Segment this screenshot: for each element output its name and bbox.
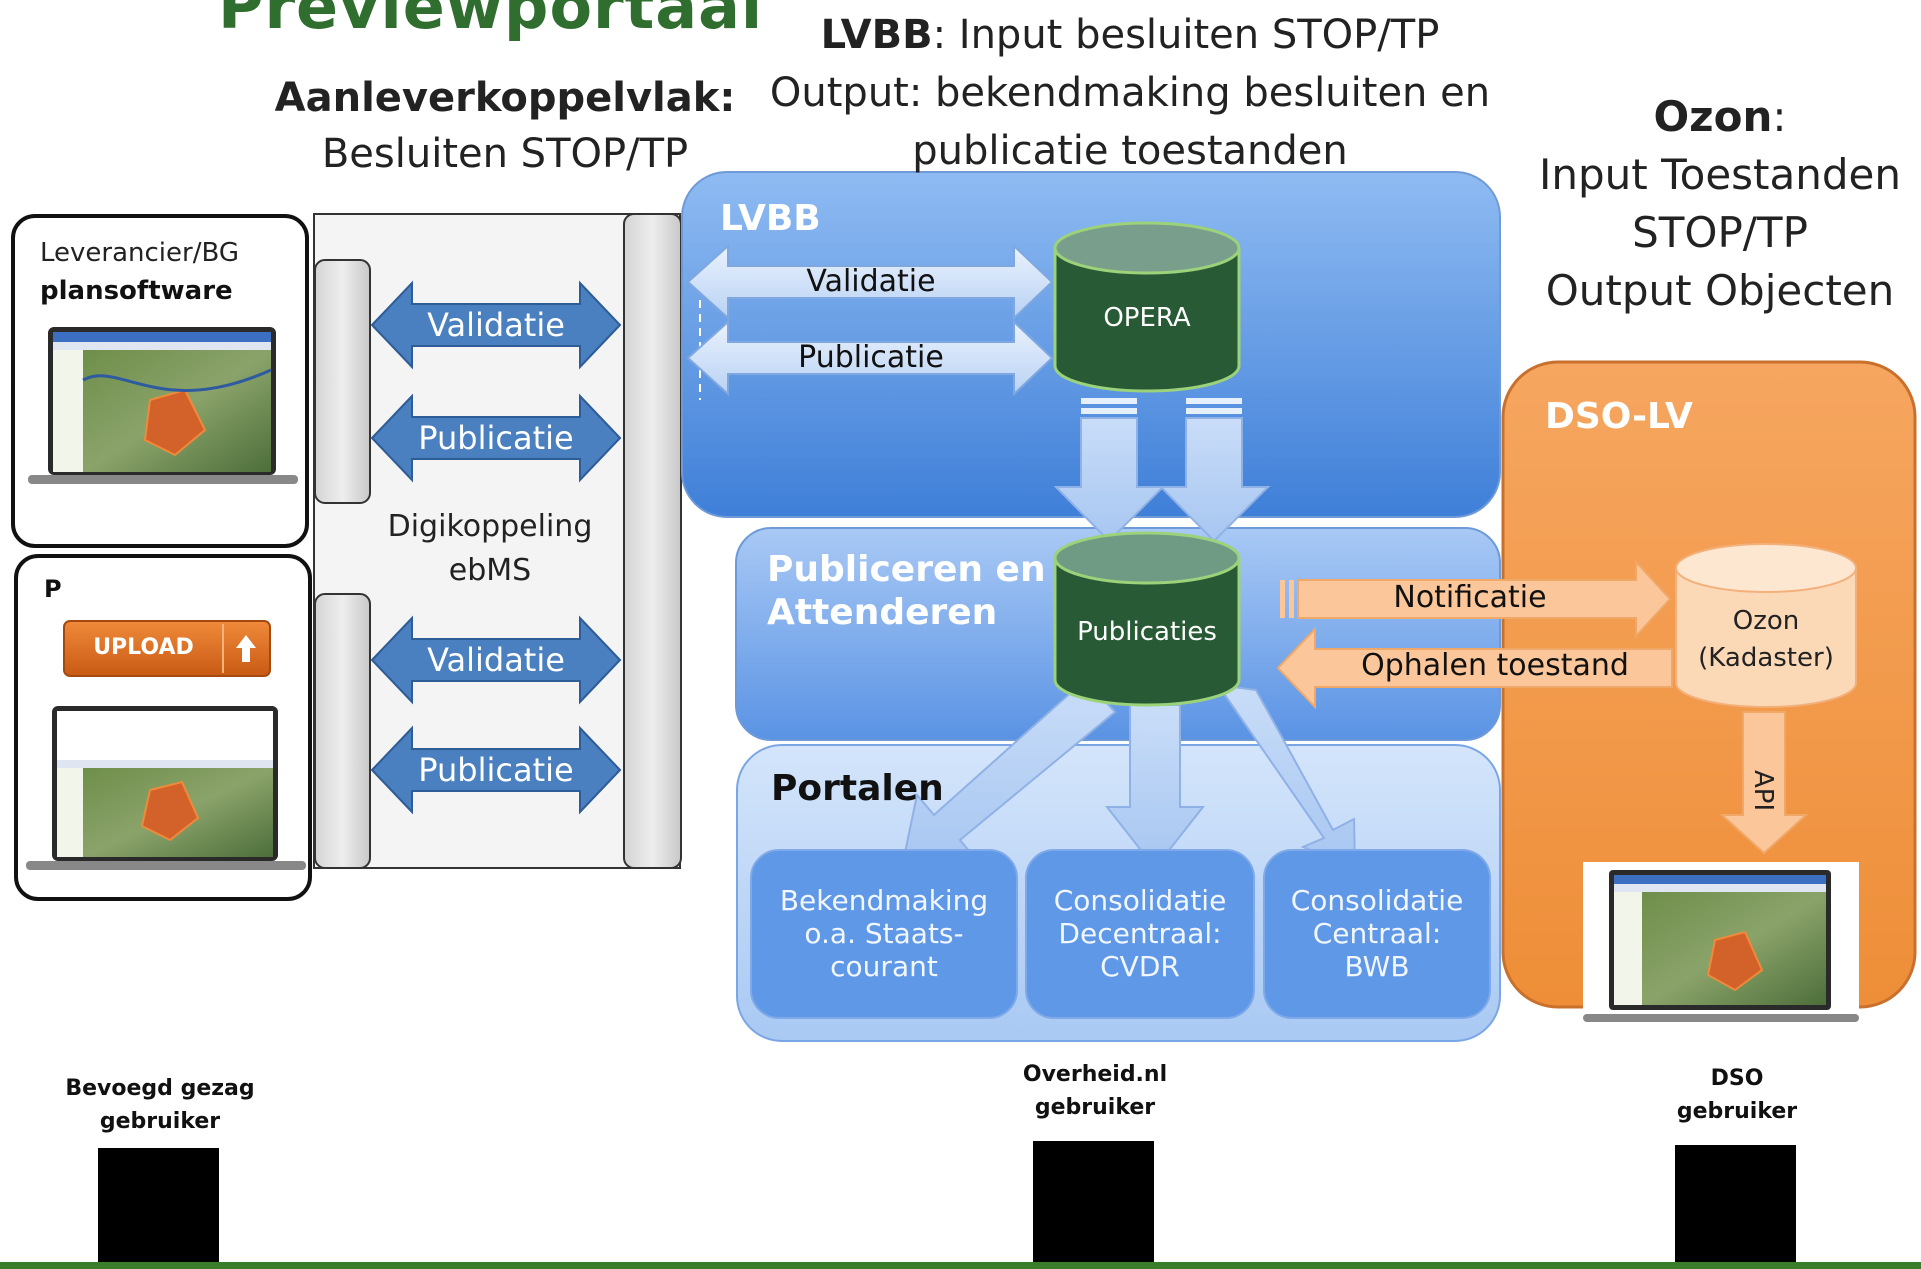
supplier-line1: Leverancier/BG [40,238,239,268]
lvbb-arrow-publicatie [686,319,1054,397]
portal-1-line1: Bekendmaking [779,884,989,917]
laptop-dso [1583,862,1859,1022]
digikoppeling-left-bar-top [314,259,371,504]
user-bg-line1: Bevoegd gezag [65,1076,255,1101]
dk-arrow-publicatie-1 [370,393,622,483]
publiceren-label: Publiceren en Attenderen [767,548,1046,634]
dk-arrow-validatie-2 [370,615,622,705]
publicaties-database [1053,531,1241,707]
ozon-db-line2: (Kadaster) [1698,643,1834,673]
upload-button[interactable]: UPLOAD [93,635,194,660]
lvbb-header-line1: LVBB: Input besluiten STOP/TP [820,12,1440,58]
upload-button-shape [63,620,271,677]
user-bg-line2: gebruiker [99,1109,221,1134]
user-avatar-dso [1675,1145,1796,1269]
publiceren-label-line1: Publiceren en [767,549,1046,590]
user-avatar-bg [98,1148,219,1269]
user-avatar-ov [1033,1141,1154,1269]
lvbb-header-line3: publicatie toestanden [912,128,1348,174]
page-title: Previewportaal [218,0,764,43]
dk-label-validatie-1: Validatie [427,306,565,344]
opera-label: OPERA [1103,303,1191,333]
digikoppeling-label: Digikoppeling ebMS [375,505,605,593]
user-dso-line1: DSO [1710,1066,1764,1091]
portal-2-line1: Consolidatie [1053,884,1227,917]
portal-3-line2: Centraal: [1312,917,1442,950]
dk-arrow-validatie-1 [370,280,622,370]
dso-block-label: DSO-LV [1545,396,1693,437]
ozon-header-line3: STOP/TP [1632,208,1808,257]
portal-box-1-text: Bekendmaking o.a. Staats- courant [751,884,1017,983]
lvbb-label-publicatie: Publicatie [798,340,944,375]
supplier-line2: plansoftware [40,276,233,306]
lvbb-arrow-validatie [686,243,1054,321]
ozon-header-line2: Input Toestanden [1539,150,1901,199]
publiceren-label-line2: Attenderen [767,592,998,633]
ophalen-arrow [1276,626,1673,710]
portal-2-line2: Decentraal: [1058,917,1222,950]
portal-box-3-text: Consolidatie Centraal: BWB [1264,884,1490,983]
dk-label-publicatie-1: Publicatie [418,419,574,457]
ozon-header: Ozon: Input Toestanden STOP/TP Output Ob… [1525,88,1915,320]
aanlever-header: Aanleverkoppelvlak: Besluiten STOP/TP [270,70,740,182]
portal-3-line3: BWB [1344,950,1410,983]
dk-label-validatie-2: Validatie [427,641,565,679]
portal-box-2-text: Consolidatie Decentraal: CVDR [1026,884,1254,983]
ozon-db-label: Ozon (Kadaster) [1676,603,1856,677]
digikoppeling-right-bar [623,213,682,869]
user-dso-line2: gebruiker [1676,1099,1798,1124]
ozon-header-line1: Ozon: [1653,92,1787,141]
ophalen-label: Ophalen toestand [1361,648,1629,683]
portal-box-2 [1025,849,1255,1019]
user-ov-line1: Overheid.nl [1022,1062,1168,1087]
digikoppeling-line2: ebMS [448,553,532,588]
ozon-db-line1: Ozon [1732,606,1800,636]
lvbb-label-validatie: Validatie [806,264,936,299]
api-arrow [1719,711,1809,855]
opera-database [1053,221,1241,393]
digikoppeling-left-bar-bottom [314,593,371,869]
down-arrow-2 [1158,398,1271,543]
aanlever-header-line2: Besluiten STOP/TP [321,131,689,177]
laptop-preview [26,706,306,870]
dk-arrow-publicatie-2 [370,725,622,815]
bottom-bar [0,1262,1921,1269]
portal-arrow-center [1104,704,1206,870]
portal-3-line1: Consolidatie [1290,884,1464,917]
portal-arrow-right [1215,683,1357,870]
ozon-header-line4: Output Objecten [1545,266,1895,315]
down-arrow-1 [1053,398,1166,543]
portal-1-line3: courant [830,950,938,983]
laptop-supplier [28,327,298,484]
dk-label-publicatie-2: Publicatie [418,751,574,789]
lvbb-header-line2: Output: bekendmaking besluiten en [769,70,1491,116]
api-label: API [1748,770,1778,812]
user-ov-label: Overheid.nl gebruiker [995,1058,1195,1124]
portal-1-line2: o.a. Staats- [804,917,964,950]
aanlever-header-line1: Aanleverkoppelvlak: [274,75,736,121]
user-dso-label: DSO gebruiker [1637,1062,1837,1128]
portal-2-line3: CVDR [1100,950,1180,983]
user-bg-label: Bevoegd gezag gebruiker [60,1072,260,1138]
portalen-label: Portalen [771,768,944,809]
notificatie-arrow [1280,559,1672,639]
ozon-database [1675,543,1857,708]
portal-box-1 [750,849,1018,1019]
notificatie-label: Notificatie [1393,580,1547,615]
preview-letter: P [44,575,62,603]
user-ov-line2: gebruiker [1034,1095,1156,1120]
publicaties-label: Publicaties [1077,617,1217,647]
portal-box-3 [1263,849,1491,1019]
lvbb-header: LVBB: Input besluiten STOP/TP Output: be… [740,6,1520,180]
lvbb-block-label: LVBB [720,198,821,239]
digikoppeling-line1: Digikoppeling [387,509,593,544]
